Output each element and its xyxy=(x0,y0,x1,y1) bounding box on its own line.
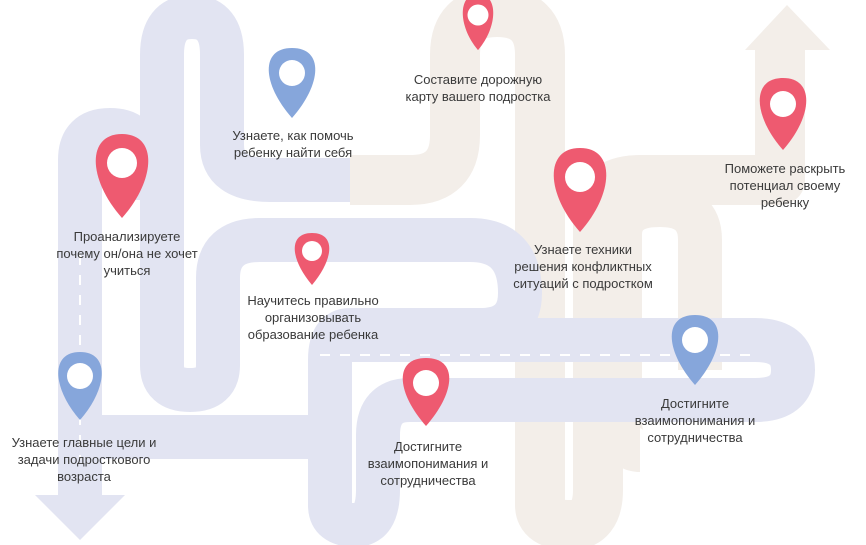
milestone-label: Достигните взаимопонимания и сотрудничес… xyxy=(367,439,489,488)
milestone-label: Достигните взаимопонимания и сотрудничес… xyxy=(634,396,756,445)
milestone-label: Проанализируете почему он/она не хочет у… xyxy=(56,229,198,278)
milestone-label: Узнаете, как помочь ребенку найти себя xyxy=(232,128,354,160)
milestone-label: Узнаете техники решения конфликтных ситу… xyxy=(513,242,653,291)
marker-analyze-icon xyxy=(95,134,149,218)
marker-conflicts-icon xyxy=(553,148,607,232)
milestone-label: Научитесь правильно организовывать образ… xyxy=(247,293,379,342)
marker-help-find-icon xyxy=(268,48,316,118)
blue-arrow-head xyxy=(35,495,125,540)
marker-roadmap-icon xyxy=(462,0,494,51)
marker-understand-1-icon xyxy=(402,358,450,426)
milestone-label: Составите дорожную карту вашего подростк… xyxy=(405,72,551,104)
beige-road xyxy=(350,0,805,545)
marker-understand-2-icon xyxy=(671,315,719,385)
marker-potential-icon xyxy=(759,78,807,150)
marker-goals-icon xyxy=(58,352,102,420)
milestone-label: Поможете раскрыть потенциал своему ребен… xyxy=(724,161,846,210)
marker-organize-icon xyxy=(294,233,330,285)
beige-arrow-head xyxy=(745,5,830,50)
beige-inner-loop xyxy=(598,182,722,472)
milestone-label: Узнаете главные цели и задачи подростков… xyxy=(11,435,157,484)
